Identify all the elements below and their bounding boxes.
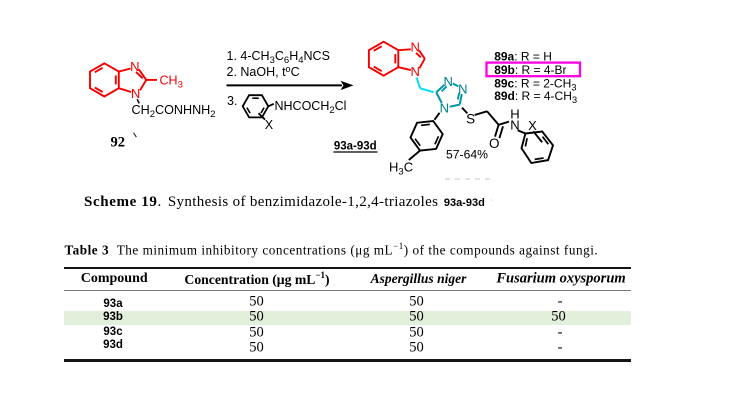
svg-text:CH2CONHNH2: CH2CONHNH2 — [132, 103, 216, 120]
svg-text:89a: R = H: 89a: R = H — [494, 50, 552, 64]
svg-text:H: H — [510, 107, 519, 122]
svg-text:3.: 3. — [227, 94, 237, 108]
svg-text:89b: R = 4-Br: 89b: R = 4-Br — [494, 63, 566, 77]
svg-text:N: N — [131, 86, 140, 101]
svg-text:N: N — [411, 40, 420, 55]
svg-text:O: O — [489, 136, 500, 151]
svg-text:N: N — [130, 59, 139, 74]
svg-text:89d: R = 4-CH3: 89d: R = 4-CH3 — [494, 89, 577, 106]
svg-text:NHCOCH2Cl: NHCOCH2Cl — [275, 99, 347, 116]
svg-text:H3C: H3C — [389, 160, 413, 178]
svg-text:X: X — [265, 118, 274, 132]
svg-text:57-64%: 57-64% — [446, 148, 488, 162]
svg-text:S: S — [466, 111, 475, 126]
svg-text:X: X — [528, 118, 537, 133]
svg-text:92: 92 — [111, 135, 126, 151]
svg-text:93a-93d: 93a-93d — [334, 141, 377, 153]
svg-text:N: N — [444, 74, 453, 89]
svg-text:2. NaOH, toC: 2. NaOH, toC — [227, 64, 300, 80]
svg-text:1. 4-CH3C6H4NCS: 1. 4-CH3C6H4NCS — [227, 49, 330, 66]
svg-text:CH3: CH3 — [160, 73, 183, 90]
svg-text:N: N — [458, 81, 467, 96]
svg-text:N: N — [411, 64, 420, 79]
svg-text:N: N — [510, 117, 519, 132]
svg-text:N: N — [440, 101, 449, 116]
svg-text:89c: R = 2-CH3: 89c: R = 2-CH3 — [494, 76, 576, 93]
